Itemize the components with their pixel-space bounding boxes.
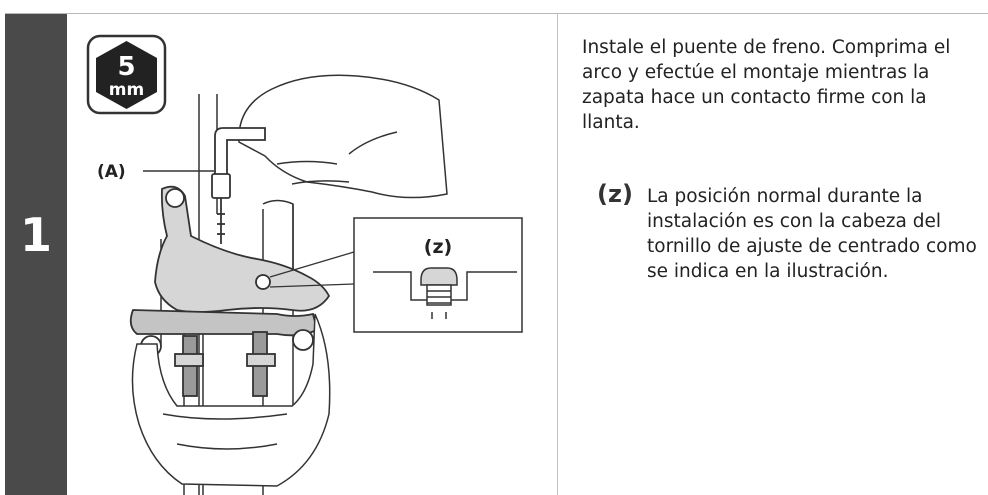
tool-size-value: 5 (117, 52, 135, 82)
brake-illustration: 5 mm (A) (86, 34, 523, 495)
note-text: La posición normal durante la instalació… (647, 186, 977, 282)
inset-label-z: (z) (424, 236, 452, 258)
brake-caliper (129, 185, 331, 397)
note-label: (z) (597, 180, 633, 208)
instruction-text: Instale el puente de freno. Comprima el … (582, 37, 951, 133)
column-divider (557, 14, 558, 495)
hand-top (238, 74, 448, 199)
step-number: 1 (19, 208, 52, 262)
label-a: (A) (97, 162, 126, 182)
step-bar (5, 14, 67, 495)
hand-bottom (131, 313, 331, 487)
callout-leader (255, 251, 355, 290)
centering-screw-inset: (z) (353, 217, 523, 333)
hex-wrench-badge-icon: 5 mm (86, 34, 167, 115)
tool-size-unit: mm (109, 80, 144, 100)
hex-wrench-icon (211, 127, 266, 244)
step-frame (5, 13, 988, 495)
